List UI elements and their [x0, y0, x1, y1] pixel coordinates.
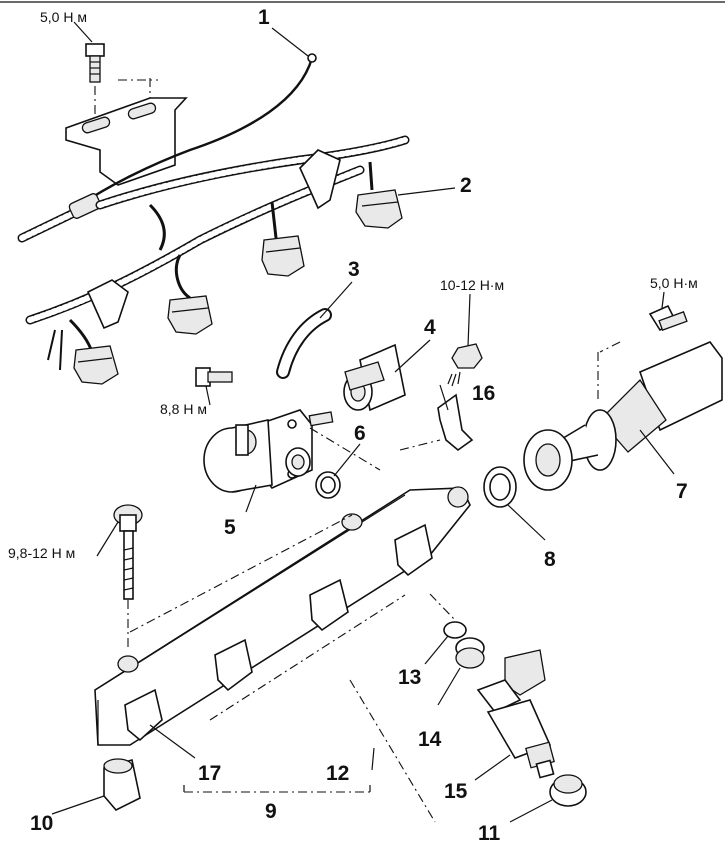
regulator-bolt	[195, 367, 233, 387]
callout-11: 11	[478, 822, 501, 845]
callout-6: 6	[354, 422, 366, 445]
torque-hose-bolt: 5,0 Н·м	[650, 275, 698, 291]
harness-clip-upper	[299, 149, 341, 210]
callout-2: 2	[460, 174, 472, 197]
rail-insulator	[103, 758, 141, 811]
torque-regulator-bolt: 8,8 Н м	[160, 401, 207, 417]
harness-clip-lower	[86, 279, 129, 330]
callout-14: 14	[418, 728, 442, 751]
callout-1: 1	[258, 6, 270, 29]
fuel-feed-hose	[523, 341, 723, 491]
callout-8: 8	[544, 548, 556, 571]
hose-bolt	[648, 304, 688, 332]
wiring-harness	[17, 43, 410, 385]
callout-12: 12	[326, 762, 349, 785]
callout-15: 15	[444, 780, 468, 803]
injector-connector	[261, 235, 305, 277]
callout-5: 5	[224, 516, 236, 539]
torque-bracket-bolt: 5,0 Н м	[40, 9, 87, 25]
clip-nut	[447, 343, 483, 387]
injector-lower-seal	[549, 774, 587, 807]
callout-4: 4	[424, 316, 436, 339]
callout-7: 7	[676, 480, 688, 503]
return-hose-fitting	[343, 343, 406, 412]
injector-grommet	[455, 637, 485, 669]
torque-pump-nut: 10-12 Н·м	[440, 277, 504, 293]
harness-bracket	[65, 97, 188, 186]
injector-connector	[167, 295, 213, 335]
callout-16: 16	[472, 382, 495, 405]
fuel-injector	[476, 649, 555, 779]
callout-9: 9	[265, 800, 277, 823]
pressure-regulator	[203, 409, 334, 493]
callout-3: 3	[348, 258, 360, 281]
rail-bolt	[113, 504, 143, 600]
injector-o-ring	[443, 621, 467, 639]
callout-17: 17	[198, 762, 221, 785]
callout-10: 10	[30, 812, 53, 835]
retaining-clip	[437, 393, 474, 452]
callout-13: 13	[398, 666, 421, 689]
torque-rail-bolt: 9,8-12 Н м	[8, 545, 75, 561]
injector-connector	[73, 345, 119, 385]
fuel-rail	[94, 486, 471, 746]
injector-connector	[355, 189, 403, 229]
bracket-bolt	[85, 43, 105, 83]
leader-lines	[51, 21, 675, 823]
